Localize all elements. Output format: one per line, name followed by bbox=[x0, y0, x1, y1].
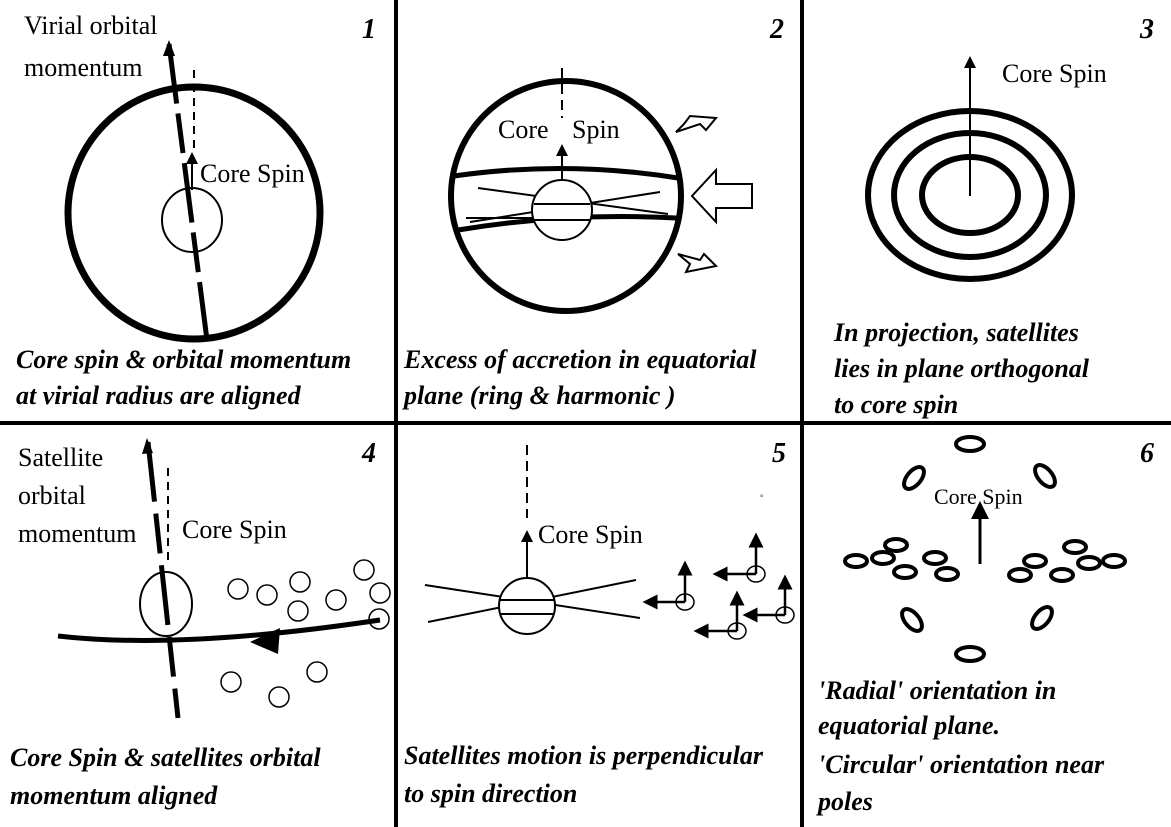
accretion-arrow-lower bbox=[677, 252, 719, 274]
virial-momentum-axis bbox=[166, 43, 210, 341]
panel-4-caption-line-1: Core Spin & satellites orbital bbox=[10, 743, 321, 772]
panel-3-caption-line-1: In projection, satellites bbox=[833, 318, 1079, 347]
panel-1-number: 1 bbox=[362, 14, 376, 45]
halo-sphere bbox=[448, 78, 684, 314]
satellite-motion-2 bbox=[712, 532, 766, 583]
satellite bbox=[287, 600, 309, 622]
satellite-eq bbox=[1049, 567, 1075, 583]
panel-1: 1 Virial orbital momentum Core Spin Core… bbox=[16, 11, 376, 410]
satellite-eq bbox=[1101, 553, 1127, 569]
panel-1-caption-line-2: at virial radius are aligned bbox=[16, 381, 302, 410]
satellites-group-4 bbox=[220, 559, 391, 708]
panel-2-number: 2 bbox=[769, 14, 784, 45]
satellite-eq bbox=[843, 553, 869, 569]
satellite-eq bbox=[1076, 555, 1102, 571]
panel-3-label-core-spin: Core Spin bbox=[1002, 59, 1107, 88]
satellite-momentum-axis bbox=[145, 441, 181, 719]
panel-4-label-momentum: momentum bbox=[18, 519, 136, 548]
satellite-motion-3 bbox=[693, 590, 747, 640]
satellite bbox=[306, 661, 328, 683]
satellite-pole-top bbox=[954, 435, 986, 453]
virial-momentum-arrowhead bbox=[163, 40, 175, 56]
satellite-upper-right bbox=[1033, 463, 1057, 489]
panel-1-caption-line-1: Core spin & orbital momentum bbox=[16, 345, 351, 374]
panel-6-caption-line-4: poles bbox=[816, 787, 873, 816]
panel-2-caption-line-2: plane (ring & harmonic ) bbox=[402, 381, 676, 410]
satellite-eq bbox=[922, 550, 948, 566]
panel-6-number: 6 bbox=[1140, 438, 1154, 469]
satellite bbox=[227, 578, 249, 600]
panel-3-caption-line-2: lies in plane orthogonal bbox=[834, 354, 1090, 383]
core-sphere bbox=[531, 179, 593, 241]
panel-4-label-orbital: orbital bbox=[18, 481, 86, 510]
panel-3-number: 3 bbox=[1139, 14, 1154, 45]
panel-3-caption-line-3: to core spin bbox=[834, 390, 958, 419]
satellite-eq bbox=[870, 550, 896, 566]
panel-6: 6 Core Spin 'Radial' orientation in equa… bbox=[816, 435, 1154, 816]
satellite bbox=[289, 571, 311, 593]
panel-1-label-momentum: momentum bbox=[24, 53, 142, 82]
satellite bbox=[353, 559, 375, 581]
satellite-motion-group bbox=[642, 532, 795, 640]
satellite-eq bbox=[883, 537, 909, 553]
panel-2-label-core: Core bbox=[498, 115, 549, 144]
satellite-momentum-arrowhead bbox=[142, 438, 153, 454]
panel-4-label-satellite: Satellite bbox=[18, 443, 103, 472]
panel-4: 4 Satellite orbital momentum Core Spin C… bbox=[10, 438, 391, 810]
panel-2-label-spin: Spin bbox=[572, 115, 620, 144]
panel-5-label-core-spin: Core Spin bbox=[538, 520, 643, 549]
panel-2-caption-line-1: Excess of accretion in equatorial bbox=[403, 345, 757, 374]
panel-4-caption-line-2: momentum aligned bbox=[10, 781, 218, 810]
accretion-arrow-upper bbox=[675, 114, 719, 133]
satellite bbox=[256, 584, 278, 606]
satellite-orbit-path bbox=[57, 617, 381, 643]
tiny-mark: ° bbox=[760, 493, 763, 502]
satellite-eq bbox=[934, 566, 960, 582]
virial-radius-circle bbox=[64, 83, 324, 343]
satellite-lower-left bbox=[900, 607, 924, 633]
satellite bbox=[368, 608, 390, 630]
satellite-motion-4 bbox=[742, 574, 795, 624]
panel-1-label-virial: Virial orbital bbox=[24, 11, 157, 40]
panel-4-label-core-spin: Core Spin bbox=[182, 515, 287, 544]
satellites-group-6 bbox=[843, 435, 1127, 663]
satellite-eq bbox=[1007, 567, 1033, 583]
panel-5: 5 Core Spin ° bbox=[404, 438, 795, 808]
panel-6-label-core-spin: Core Spin bbox=[934, 484, 1023, 509]
core-circle-4 bbox=[139, 571, 193, 637]
satellite-eq bbox=[1062, 539, 1088, 555]
satellite-lower-right bbox=[1030, 605, 1054, 631]
equatorial-ring-upper bbox=[453, 166, 679, 181]
satellite-pole-bottom bbox=[954, 645, 986, 663]
satellite bbox=[268, 686, 290, 708]
panel-4-number: 4 bbox=[361, 438, 376, 469]
panel-5-caption-line-2: to spin direction bbox=[404, 779, 577, 808]
panel-1-label-core-spin: Core Spin bbox=[200, 159, 305, 188]
core-sphere-5 bbox=[498, 577, 556, 635]
panel-6-caption-line-3: 'Circular' orientation near bbox=[818, 750, 1105, 779]
satellite bbox=[325, 589, 347, 611]
satellite-eq bbox=[892, 564, 918, 580]
satellite-orbit-arrowhead bbox=[250, 628, 280, 654]
panel-5-number: 5 bbox=[772, 438, 786, 469]
panel-5-caption-line-1: Satellites motion is perpendicular bbox=[404, 741, 764, 770]
panel-6-caption-line-2: equatorial plane. bbox=[818, 711, 1000, 740]
panel-2: 2 Core Spin Excess of accretion in equat… bbox=[402, 14, 784, 410]
satellite bbox=[369, 582, 391, 604]
panel-3: 3 Core Spin In projection, satellites li… bbox=[833, 14, 1154, 419]
panel-6-caption-line-1: 'Radial' orientation in bbox=[818, 676, 1056, 705]
satellite bbox=[220, 671, 242, 693]
satellite-upper-left bbox=[902, 465, 926, 491]
accretion-arrow-middle bbox=[690, 167, 753, 225]
satellite-motion-1 bbox=[642, 560, 695, 611]
satellite-eq bbox=[1022, 553, 1048, 569]
